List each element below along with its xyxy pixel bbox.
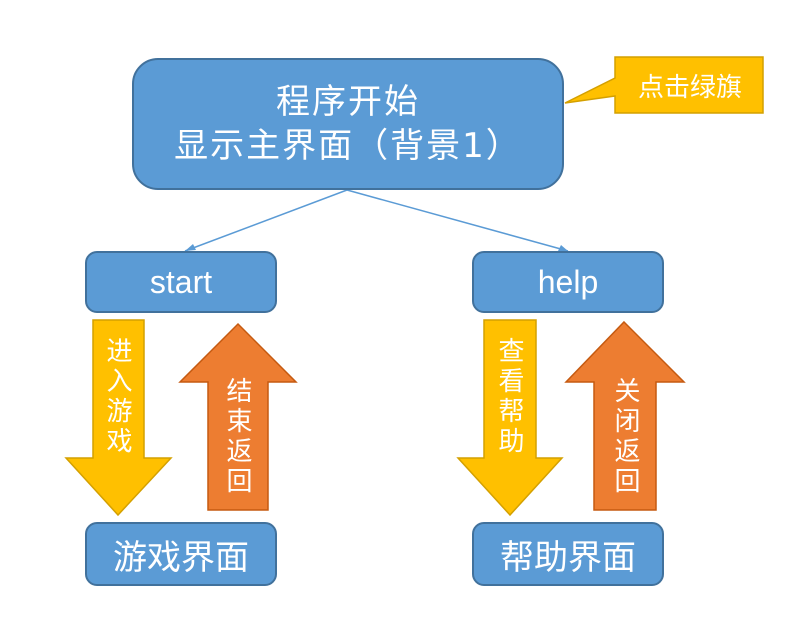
view-help-arrow bbox=[456, 319, 564, 517]
enter-game-arrow bbox=[64, 319, 173, 517]
help-box: help bbox=[472, 251, 664, 313]
enter-game-label: 进入游戏 bbox=[102, 337, 132, 457]
end-return-arrow bbox=[178, 322, 298, 511]
callout-bubble bbox=[564, 56, 764, 114]
help-screen-box: 帮助界面 bbox=[472, 522, 664, 586]
connector-to-help-head bbox=[558, 245, 568, 251]
view-help-label: 查看帮助 bbox=[494, 337, 524, 457]
close-return-arrow bbox=[564, 320, 686, 511]
program-start-title: 程序开始 bbox=[276, 82, 420, 122]
end-return-label: 结束返回 bbox=[222, 377, 252, 497]
program-start-subtitle: 显示主界面（背景1） bbox=[174, 126, 522, 166]
program-start-box: 程序开始 显示主界面（背景1） bbox=[132, 58, 564, 190]
connector-to-start-head bbox=[185, 244, 196, 251]
connector-to-start bbox=[184, 189, 348, 252]
start-box: start bbox=[85, 251, 277, 313]
close-return-label: 关闭返回 bbox=[610, 377, 640, 497]
callout-text: 点击绿旗 bbox=[637, 72, 742, 103]
game-screen-box: 游戏界面 bbox=[85, 522, 277, 586]
connector-to-help bbox=[346, 189, 569, 252]
